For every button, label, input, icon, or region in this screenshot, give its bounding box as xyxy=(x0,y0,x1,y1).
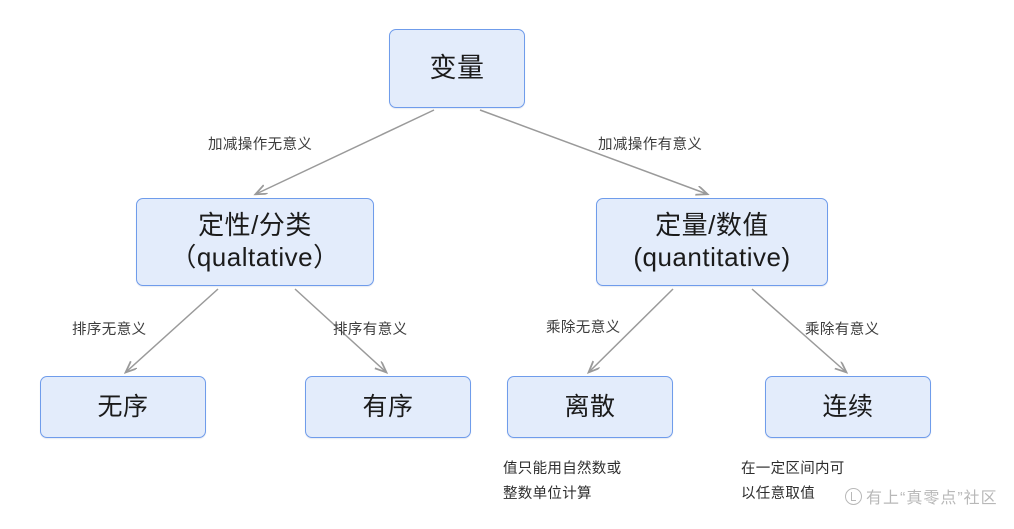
copyright-circle-icon xyxy=(845,487,862,505)
caption-discrete-line-1: 值只能用自然数或 xyxy=(503,461,622,477)
edge-label-quantitative-to-continuous: 乘除有意义 xyxy=(805,322,880,338)
node-quantitative-label-en: (quantitative) xyxy=(633,242,791,272)
edge-label-root-to-qualitative: 加减操作无意义 xyxy=(208,137,313,153)
node-discrete-label: 离散 xyxy=(564,392,616,421)
edge-label-root-to-quantitative: 加减操作有意义 xyxy=(598,137,703,153)
edge-label-qualitative-to-ordinal: 排序有意义 xyxy=(333,322,408,338)
node-ordinal-label: 有序 xyxy=(362,392,414,421)
caption-continuous: 在一定区间内可 以任意取值 xyxy=(741,457,845,508)
caption-discrete-line-2: 整数单位计算 xyxy=(503,486,592,503)
caption-continuous-line-1: 在一定区间内可 xyxy=(741,461,845,477)
watermark-text: 有上“真零点”社区 xyxy=(866,490,998,507)
node-nominal[interactable]: 无序 xyxy=(40,376,206,438)
node-ordinal[interactable]: 有序 xyxy=(305,376,471,438)
node-continuous[interactable]: 连续 xyxy=(765,376,931,438)
node-quantitative[interactable]: 定量/数值 (quantitative) xyxy=(596,198,828,286)
caption-continuous-line-2: 以任意取值 xyxy=(741,486,815,503)
caption-discrete: 值只能用自然数或 整数单位计算 xyxy=(503,457,621,508)
node-variable-label: 变量 xyxy=(429,53,485,84)
node-quantitative-label-cn: 定量/数值 xyxy=(655,210,769,241)
node-nominal-label: 无序 xyxy=(97,392,149,421)
watermark: 有上“真零点”社区 xyxy=(845,484,998,508)
node-variable[interactable]: 变量 xyxy=(389,29,525,108)
node-qualitative-label-cn: 定性/分类 xyxy=(198,210,312,241)
node-qualitative-label-en: （qualtative） xyxy=(170,242,340,272)
node-qualitative[interactable]: 定性/分类 （qualtative） xyxy=(136,198,374,286)
node-continuous-label: 连续 xyxy=(822,392,874,421)
edge-label-qualitative-to-nominal: 排序无意义 xyxy=(72,322,147,338)
edge-label-quantitative-to-discrete: 乘除无意义 xyxy=(546,320,621,336)
node-discrete[interactable]: 离散 xyxy=(507,376,673,438)
